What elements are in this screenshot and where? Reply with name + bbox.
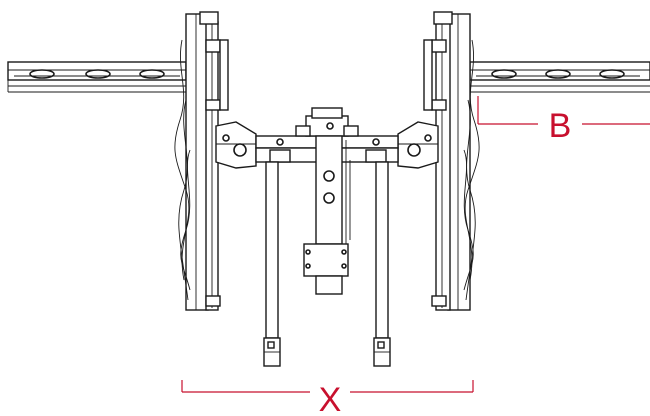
right-hinge-bracket [397,121,439,169]
dimension-x-label: X [319,381,342,416]
left-rotor-2 [70,69,126,79]
center-mast [303,135,351,295]
right-rotor-3 [586,69,640,79]
dimension-b: B [477,96,650,145]
left-arm-assembly [7,61,187,93]
left-hinge-bracket [215,121,257,169]
right-rotor-2 [532,69,586,79]
left-column [174,11,229,311]
left-rotor-3 [126,69,180,79]
center-hitch [295,107,359,137]
right-column [423,11,480,311]
right-rotor-1 [476,69,532,79]
left-leg [263,161,281,367]
right-arm-assembly [469,61,650,93]
dimension-x: X [181,380,474,416]
dimension-b-label: B [549,107,572,145]
left-rotor-1 [14,69,70,79]
right-leg [373,161,391,367]
